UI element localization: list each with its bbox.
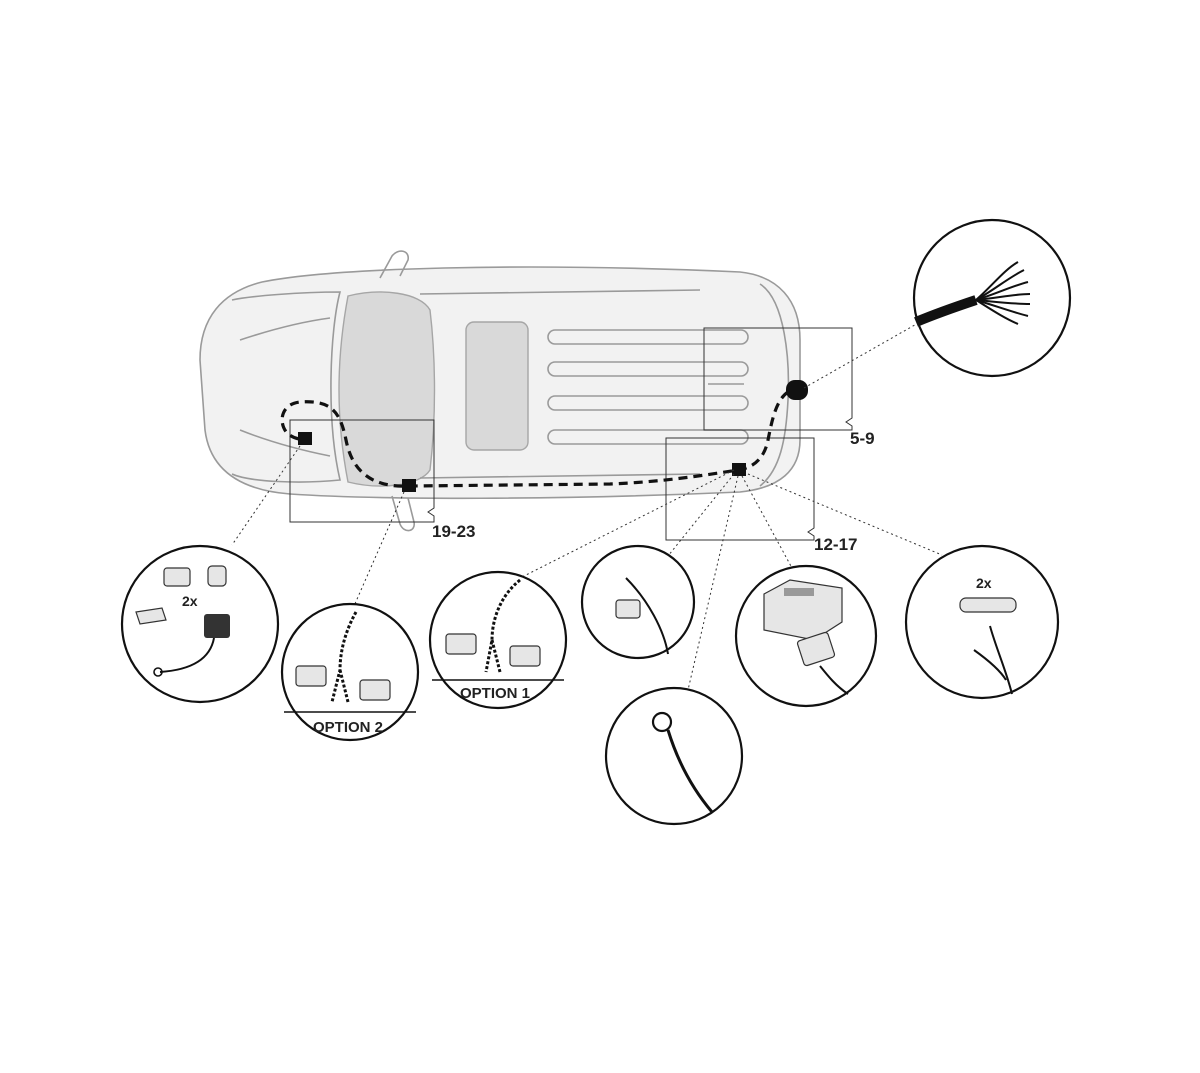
sunroof [465,321,529,451]
relay-ground-wire [159,637,215,673]
detail-option-2: OPTION 2 [280,602,420,742]
fuse-wires [973,625,1013,695]
sill-bottom [419,473,701,479]
relay-part [204,614,230,638]
junction-right [732,463,746,476]
glass-fuse [959,597,1017,613]
detail-control-module [734,564,878,708]
detail-wire-bundle [912,218,1072,378]
junction-engine [298,432,312,445]
roof-ribs [547,329,749,445]
module-label-area [784,588,814,596]
scotch-lock-part [135,607,167,625]
hood [231,291,342,483]
hood-crease [239,317,331,341]
junction-front [402,479,416,492]
tailgate [759,283,790,487]
clip-wire [625,577,669,655]
zone-right-side [665,437,815,541]
mirror-bottom [391,495,415,532]
zone-front [289,419,435,523]
leader-lines [231,321,943,691]
option-1-cable [484,578,521,673]
step-ref-right-side: 12-17 [814,535,857,554]
module-cable [819,665,849,695]
sill-top [419,289,701,295]
option-2-connector-left [295,665,327,687]
detail-ground-terminal [604,686,744,826]
fuse-holder-part [163,567,191,587]
qty-relay-kit: 2x [182,593,198,609]
ring-terminal-small [153,667,163,677]
wire-bundle-cable [914,295,978,327]
qty-fuses: 2x [976,575,992,591]
step-ref-rear: 5-9 [850,429,875,448]
ring-terminal [651,711,673,733]
zone-rear [703,327,853,431]
option-2-connector-right [359,679,391,701]
option-2-label: OPTION 2 [313,719,383,736]
ground-wire [666,729,714,813]
windshield [338,291,436,487]
option-2-cable [330,611,358,703]
detail-wire-clip [580,544,696,660]
detail-relay-kit: 2x [120,544,280,704]
step-ref-front: 19-23 [432,522,475,541]
wire-clip-part [615,599,641,619]
option-1-label: OPTION 1 [460,685,530,702]
mirror-top [379,250,409,279]
detail-fuses: 2x [904,544,1060,700]
wire-bundle-strands [975,261,1031,325]
module-plug [796,631,836,667]
option-1-connector-left [445,633,477,655]
relay-cap-part [207,565,227,587]
tow-socket-plug [786,380,808,400]
harness-route [280,390,790,488]
hood-crease-2 [239,429,331,457]
car-top-view [199,250,801,532]
module-box [763,579,843,641]
option-1-connector-right [509,645,541,667]
detail-option-1: OPTION 1 [428,570,568,710]
